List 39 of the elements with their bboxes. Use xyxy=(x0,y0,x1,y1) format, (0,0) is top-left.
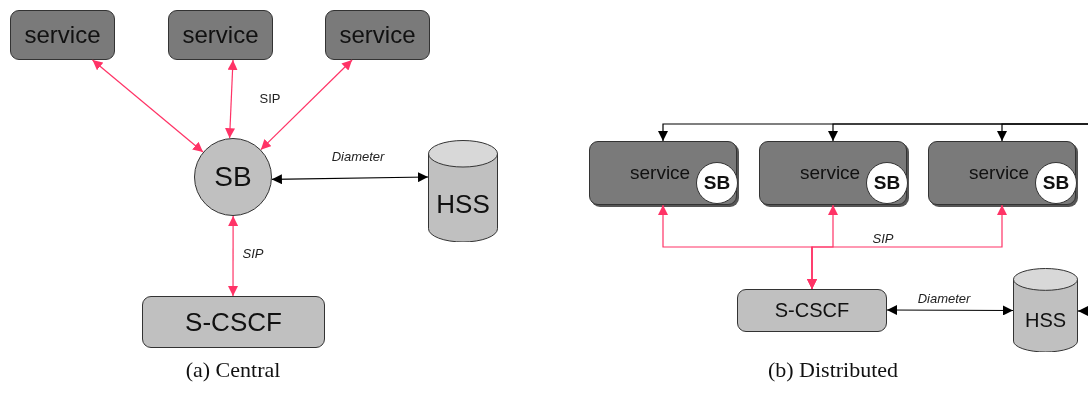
node-label: service xyxy=(24,21,101,49)
connector-arrow xyxy=(886,305,1014,316)
connector-arrow xyxy=(91,59,204,153)
circle-node xyxy=(696,162,738,204)
node-label: SB xyxy=(873,172,901,194)
connector-arrow xyxy=(997,123,1088,142)
connector-arrow xyxy=(1077,306,1088,316)
node-label: service xyxy=(339,21,416,49)
node-label: S-CSCF xyxy=(185,306,282,338)
circle-node xyxy=(194,138,272,216)
service-box xyxy=(589,141,737,205)
service-box xyxy=(759,141,907,205)
service-box xyxy=(928,141,1076,205)
node-label: HSS xyxy=(436,188,490,220)
connector-arrow xyxy=(225,59,238,139)
process-box xyxy=(168,10,273,60)
node-label: SB xyxy=(214,161,252,193)
node-label: service xyxy=(182,21,259,49)
process-box xyxy=(325,10,430,60)
process-box xyxy=(737,289,887,332)
circle-node xyxy=(1035,162,1077,204)
circle-node xyxy=(866,162,908,204)
connector-arrow xyxy=(260,59,353,151)
caption: (b) Distributed xyxy=(767,357,899,383)
node-label: HSS xyxy=(1024,309,1067,333)
node-label: service xyxy=(800,162,861,184)
connector-arrow xyxy=(228,215,239,297)
process-box xyxy=(10,10,115,60)
database-cylinder xyxy=(428,140,498,242)
node-label: service xyxy=(969,162,1030,184)
node-label: S-CSCF xyxy=(774,299,850,322)
caption: (a) Central xyxy=(185,357,281,383)
process-box xyxy=(142,296,325,348)
connector-arrow xyxy=(271,172,429,185)
node-label: service xyxy=(630,162,691,184)
node-label: SB xyxy=(1042,172,1070,194)
connector-arrow xyxy=(807,204,1007,290)
database-cylinder xyxy=(1013,268,1078,352)
node-label: SB xyxy=(703,172,731,194)
